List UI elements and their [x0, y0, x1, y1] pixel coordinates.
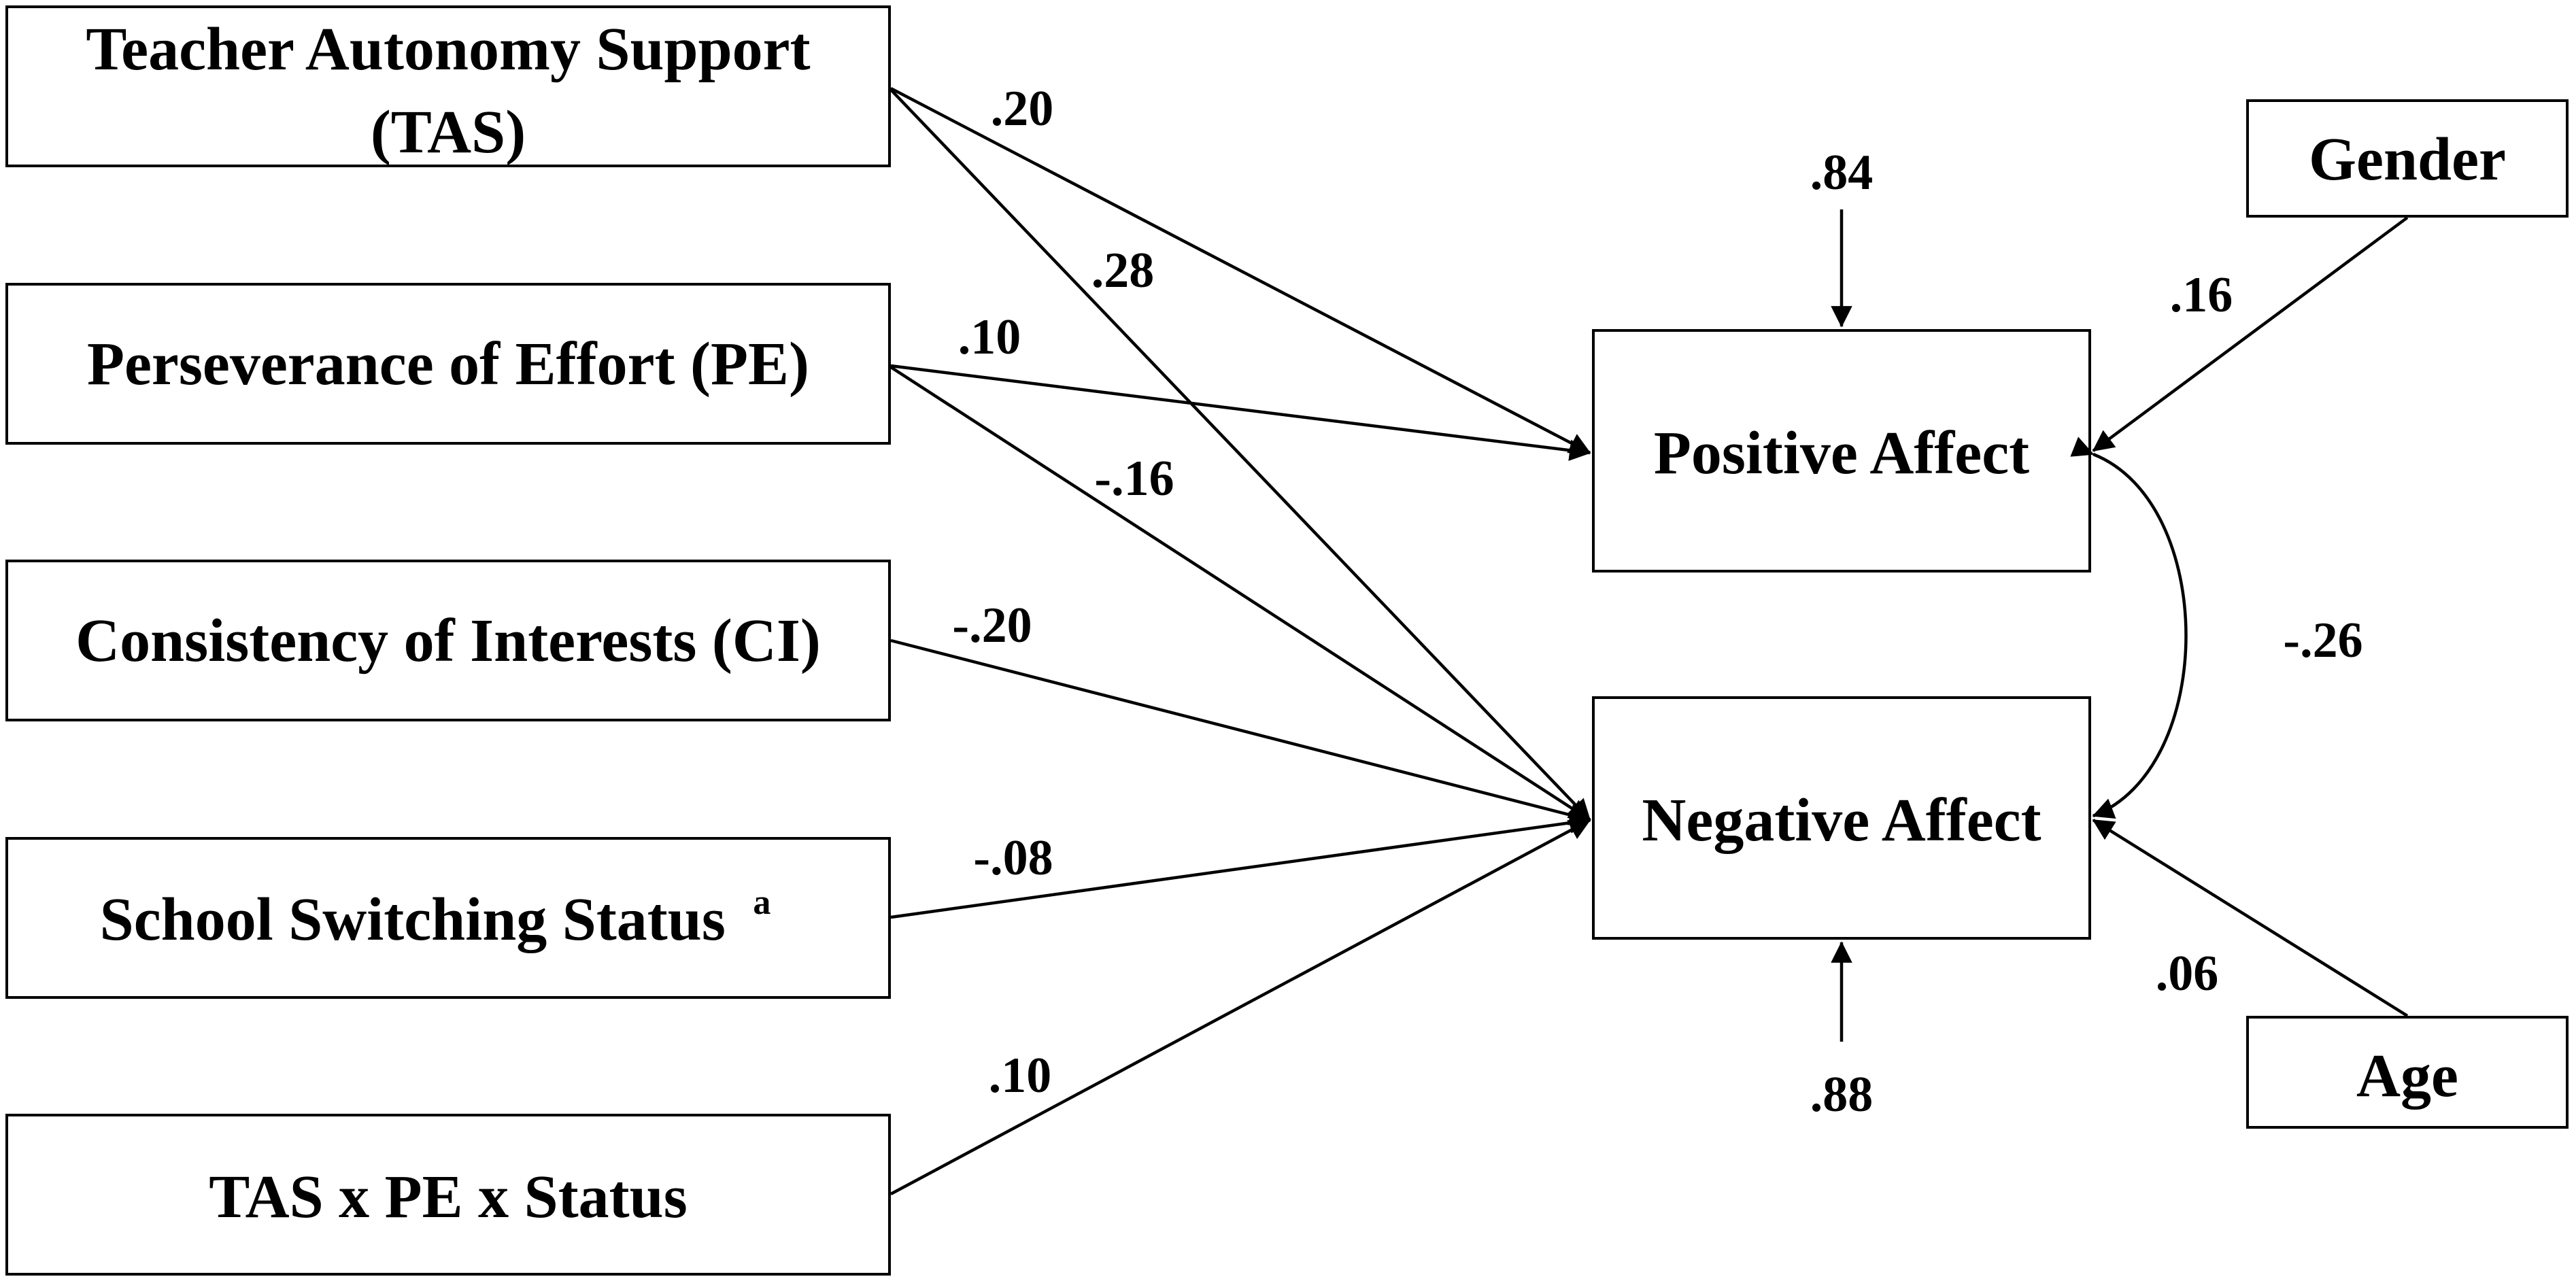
path-tas-to-negative [889, 88, 1591, 821]
box-tas-label-line1: Teacher Autonomy Support [86, 16, 810, 83]
path-interaction-to-negative [889, 819, 1591, 1195]
box-pe-label: Perseverance of Effort (PE) [87, 330, 809, 398]
gender-label: Gender [2309, 126, 2506, 193]
positive-affect-label: Positive Affect [1654, 420, 2029, 487]
box-ci: Consistency of Interests (CI) [5, 560, 891, 721]
box-tas: Teacher Autonomy Support (TAS) [5, 5, 891, 167]
svg-text:School Switching Status: School Switching Status a [100, 883, 771, 953]
box-status-superscript: a [753, 883, 770, 922]
box-gender: Gender [2246, 99, 2569, 218]
coef-ci-negative: -.20 [952, 598, 1032, 653]
coef-pe-positive: .10 [958, 309, 1021, 365]
box-status: School Switching Status a [5, 837, 891, 999]
box-status-label: School Switching Status [100, 886, 726, 953]
path-age-to-negative [2092, 819, 2409, 1017]
coef-pe-negative: -.16 [1094, 451, 1174, 507]
negative-affect-label: Negative Affect [1642, 787, 2041, 854]
residual-negative: .88 [1810, 1067, 1874, 1123]
box-age: Age [2246, 1016, 2569, 1129]
coef-interaction-negative: .10 [989, 1048, 1052, 1104]
correlation-curve [2070, 437, 2188, 819]
coef-tas-positive: .20 [991, 81, 1054, 137]
box-positive-affect: Positive Affect [1592, 329, 2091, 573]
correlation-coefficient: -.26 [2283, 613, 2362, 668]
path-ci-to-negative [890, 638, 1591, 825]
box-pe: Perseverance of Effort (PE) [5, 283, 891, 445]
path-pe-to-negative [889, 366, 1591, 821]
path-tas-to-positive [889, 87, 1591, 454]
path-status-to-negative [890, 812, 1591, 919]
box-interaction-label: TAS x PE x Status [209, 1163, 687, 1231]
coef-age-negative: .06 [2156, 946, 2219, 1002]
coef-tas-negative: .28 [1091, 243, 1155, 298]
coef-status-negative: -.08 [973, 830, 1053, 886]
box-tas-label-line2: (TAS) [371, 99, 526, 166]
age-label: Age [2356, 1042, 2458, 1110]
box-interaction: TAS x PE x Status [5, 1114, 891, 1276]
residual-positive: .84 [1810, 145, 1874, 201]
path-pe-to-positive [890, 364, 1591, 461]
box-ci-label: Consistency of Interests (CI) [75, 607, 821, 674]
coef-gender-positive: .16 [2170, 267, 2233, 323]
path-gender-to-positive [2092, 216, 2409, 452]
box-negative-affect: Negative Affect [1592, 696, 2091, 940]
